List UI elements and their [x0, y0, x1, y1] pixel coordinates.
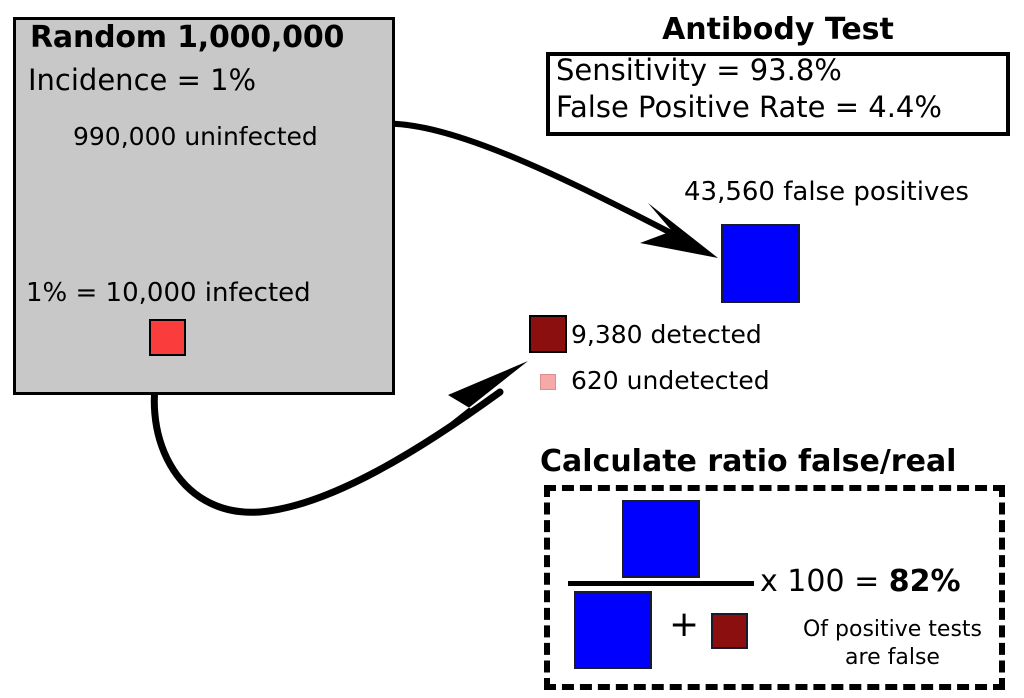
population-incidence-label: Incidence = 1% [28, 63, 257, 97]
antibody-test-box [546, 52, 1010, 136]
uninfected-count-label: 990,000 uninfected [73, 122, 318, 151]
ratio-plus-sign: + [669, 604, 700, 645]
ratio-fraction-bar [568, 581, 754, 586]
infected-square-swatch [149, 319, 186, 356]
ratio-denominator-false-positive-swatch [574, 591, 652, 669]
ratio-denominator-true-positive-swatch [711, 613, 748, 649]
antibody-sensitivity-label: Sensitivity = 93.8% [556, 53, 842, 87]
infected-count-label: 1% = 10,000 infected [26, 278, 311, 308]
detected-square-swatch [529, 315, 567, 353]
population-panel [13, 17, 395, 395]
population-title: Random 1,000,000 [30, 20, 345, 55]
antibody-test-title: Antibody Test [662, 12, 894, 47]
ratio-note-line-2: are false [845, 645, 940, 670]
ratio-equation: x 100 = 82% [760, 564, 961, 599]
undetected-count-label: 620 undetected [571, 366, 770, 395]
antibody-false-positive-rate-label: False Positive Rate = 4.4% [556, 90, 942, 124]
false-positives-square-swatch [721, 224, 800, 303]
false-positives-label: 43,560 false positives [684, 177, 969, 207]
ratio-equation-prefix: x 100 = [760, 564, 889, 599]
ratio-panel-box [544, 485, 1005, 690]
arrow-uninfected-to-false-positives [363, 120, 718, 258]
ratio-panel-title: Calculate ratio false/real [540, 444, 957, 479]
ratio-note-line-1: Of positive tests [802, 617, 983, 642]
ratio-equation-result: 82% [888, 564, 961, 599]
undetected-square-swatch [540, 374, 556, 390]
ratio-numerator-false-positive-swatch [622, 500, 700, 578]
ratio-note: Of positive tests are false [785, 616, 1000, 672]
detected-count-label: 9,380 detected [571, 320, 762, 349]
